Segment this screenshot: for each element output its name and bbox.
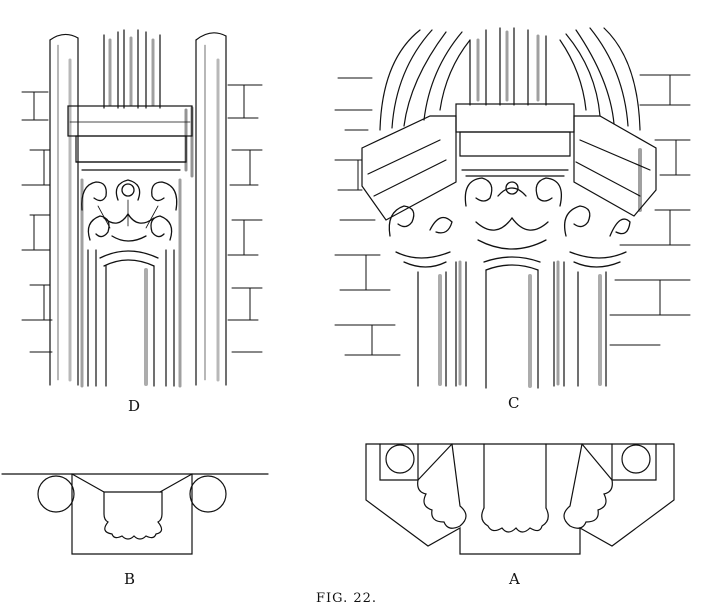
figure-a-plan: [365, 443, 675, 555]
figure-c-masonry: [334, 74, 691, 356]
figure-b-plan: [1, 473, 269, 555]
figure-c-clustered-capital: [334, 27, 691, 389]
figure-d-foliage: [81, 179, 178, 267]
figure-caption: FIG. 22.: [316, 591, 378, 606]
figure-d-label: D: [128, 397, 141, 415]
figure-d-masonry-right: [227, 84, 263, 353]
figure-d-column-capital: [21, 29, 263, 388]
figure-d-masonry-left: [21, 91, 53, 353]
figure-b-label: B: [124, 570, 136, 588]
figure-c-foliage: [388, 177, 631, 271]
figure-c-abacus: [361, 103, 657, 221]
figure-c-label: C: [508, 394, 520, 412]
figure-c-arch-ribs: [379, 27, 641, 131]
figure-c-shafts: [417, 260, 607, 389]
figure-d-abacus: [67, 105, 194, 178]
figure-a-label: A: [509, 570, 520, 588]
figure-d-outer-shafts: [49, 32, 227, 386]
figure-d-upper-shafts: [103, 29, 161, 109]
figure-d-main-shaft: [80, 178, 182, 388]
